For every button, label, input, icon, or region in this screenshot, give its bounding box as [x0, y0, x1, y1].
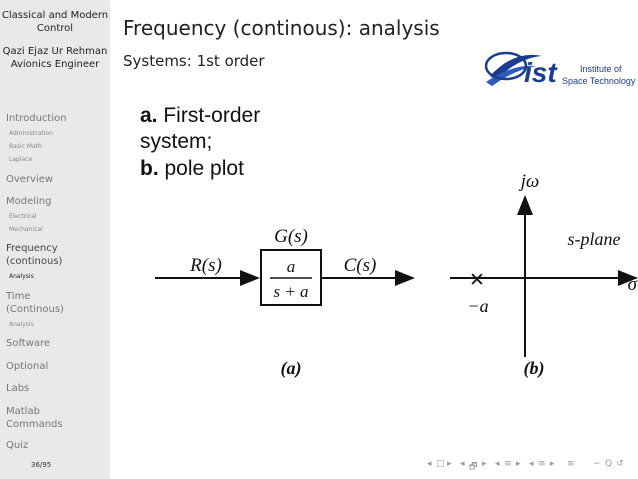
- figure-caption-b: b. pole plot: [140, 157, 244, 181]
- nav-section-matlab[interactable]: Matlab: [6, 406, 40, 417]
- nav-subsection-mechanical[interactable]: Mechanical: [9, 226, 43, 233]
- nav-section-frequency[interactable]: Frequency: [6, 243, 58, 254]
- output-label: C(s): [344, 255, 377, 276]
- input-label: R(s): [189, 255, 222, 276]
- beamer-navigation-bar: ◂ □ ▸ ◂ 🗗 ▸ ◂ ≡ ▸ ◂ ≡ ▸ ≡ ∽ Q ↺: [427, 459, 632, 472]
- tf-numerator: a: [287, 257, 296, 276]
- nav-section-software[interactable]: Software: [6, 338, 51, 349]
- next-frame-icon[interactable]: ▸: [482, 459, 487, 469]
- caption-a-rest: First-order: [157, 104, 261, 127]
- prev-subsection-icon[interactable]: ◂: [495, 459, 500, 469]
- logo-text-line2: Space Technology: [562, 76, 636, 86]
- nav-subsection-electrical[interactable]: Electrical: [9, 213, 37, 220]
- panel-b-label: (b): [524, 358, 545, 379]
- section-icon[interactable]: ≡: [538, 459, 546, 469]
- caption-b-prefix: b.: [140, 157, 159, 180]
- page-number: 36/95: [31, 461, 52, 469]
- jw-label: jω: [518, 171, 540, 192]
- frame-title: Frequency (continous): analysis: [123, 16, 440, 40]
- frame-subtitle: Systems: 1st order: [123, 52, 265, 70]
- nav-subsection-administration[interactable]: Administration: [9, 130, 53, 137]
- next-section-icon[interactable]: ▸: [550, 459, 555, 469]
- sidebar: Classical and Modern Control Qazi Ejaz U…: [0, 0, 110, 479]
- subsection-icon[interactable]: ≡: [504, 459, 512, 469]
- nav-section-overview[interactable]: Overview: [6, 174, 54, 185]
- logo-swoosh-icon: [484, 51, 542, 86]
- logo-letters: ist: [524, 57, 558, 88]
- figure-caption-a: a. First-order: [140, 104, 260, 128]
- next-slide-icon[interactable]: ▸: [447, 459, 452, 469]
- pole-plot: jω s-plane σ ✕ −a (b): [450, 171, 638, 379]
- tf-denominator: s + a: [273, 282, 308, 301]
- institute-logo: ist Institute of Space Technology: [484, 51, 636, 88]
- author-block: Qazi Ejaz Ur Rehman Avionics Engineer: [0, 45, 110, 71]
- slide-icon[interactable]: □: [436, 459, 445, 469]
- pole-label: −a: [467, 296, 488, 316]
- document-icon[interactable]: ≡: [567, 459, 575, 469]
- figure-caption-a-line2: system;: [140, 130, 213, 153]
- caption-b-rest: pole plot: [158, 157, 244, 180]
- logo-text-line1: Institute of: [580, 64, 622, 74]
- prev-section-icon[interactable]: ◂: [529, 459, 534, 469]
- search-forward-icon[interactable]: ↺: [616, 459, 624, 469]
- nav-subsection-analysis-current[interactable]: Analysis: [9, 273, 34, 280]
- nav-subsection-laplace[interactable]: Laplace: [9, 156, 33, 163]
- pole-marker: ✕: [469, 269, 485, 291]
- sigma-label: σ: [628, 274, 638, 295]
- splane-label: s-plane: [568, 229, 621, 249]
- prev-slide-icon[interactable]: ◂: [427, 459, 432, 469]
- search-icon[interactable]: Q: [605, 459, 613, 469]
- nav-subsection-analysis[interactable]: Analysis: [9, 321, 34, 328]
- nav-section-frequency-cont[interactable]: (continous): [6, 256, 63, 267]
- next-subsection-icon[interactable]: ▸: [516, 459, 521, 469]
- prev-frame-icon[interactable]: ◂: [460, 459, 465, 469]
- nav-section-labs[interactable]: Labs: [6, 383, 30, 394]
- nav-section-introduction[interactable]: Introduction: [6, 113, 67, 124]
- nav-subsection-basic-math[interactable]: Basic Math: [9, 143, 42, 150]
- frame-icon[interactable]: 🗗: [469, 462, 478, 472]
- nav-section-modeling[interactable]: Modeling: [6, 196, 52, 207]
- nav-section-matlab-commands[interactable]: Commands: [6, 419, 63, 430]
- search-back-icon[interactable]: ∽: [593, 459, 601, 469]
- figure-diagrams: a s + a G(s) R(s) C(s) (a) jω s-plane σ …: [155, 171, 638, 379]
- block-label: G(s): [274, 226, 308, 247]
- author-name: Qazi Ejaz Ur Rehman: [2, 46, 108, 57]
- nav-section-time[interactable]: Time: [6, 291, 31, 302]
- presentation-title: Classical and Modern Control: [1, 10, 109, 34]
- nav-section-time-cont[interactable]: (Continous): [6, 304, 64, 315]
- nav-section-quiz[interactable]: Quiz: [6, 440, 29, 451]
- nav-section-optional[interactable]: Optional: [6, 361, 49, 372]
- author-role: Avionics Engineer: [10, 59, 100, 70]
- panel-a-label: (a): [281, 358, 302, 379]
- caption-a-prefix: a.: [140, 104, 158, 127]
- block-diagram: a s + a G(s) R(s) C(s) (a): [155, 226, 415, 379]
